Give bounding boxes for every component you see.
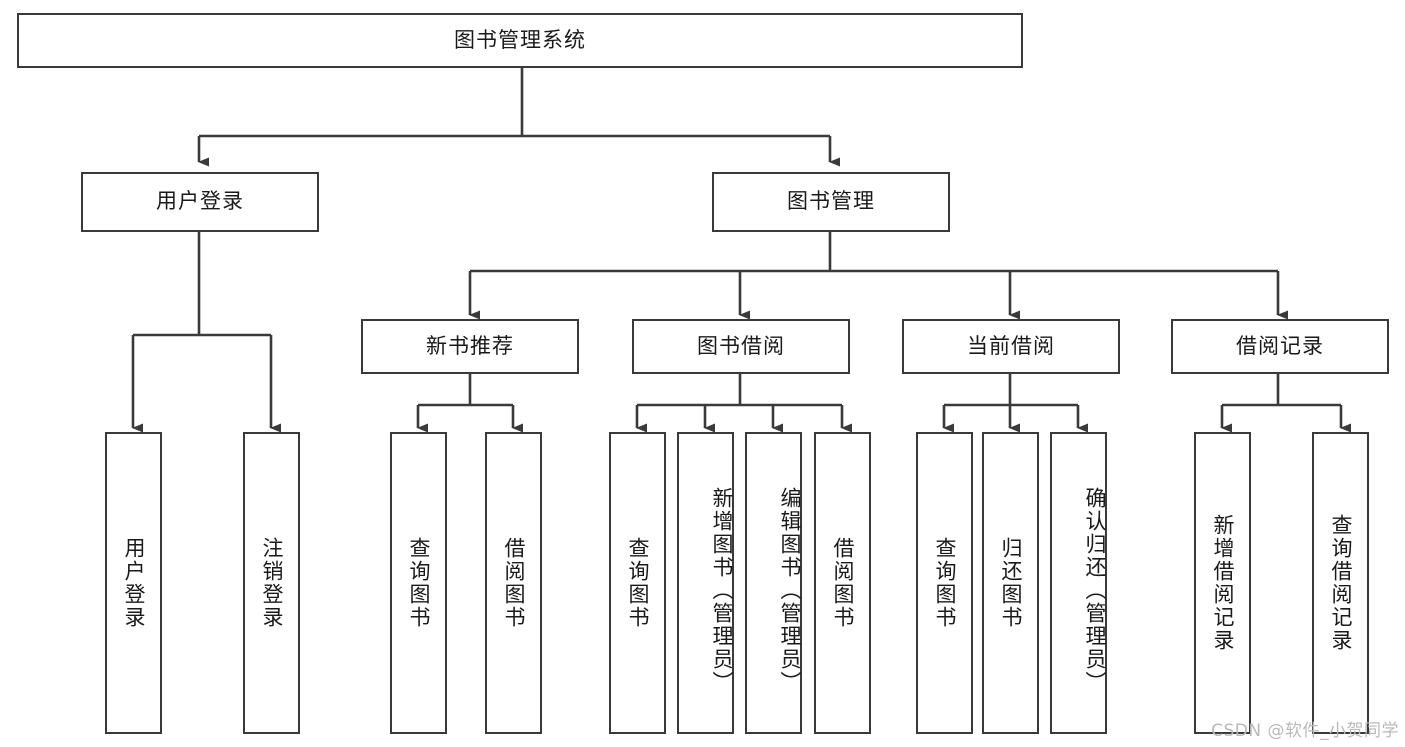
node-label: 确认归还（管理员） <box>1083 486 1107 694</box>
node-label: 编辑图书（管理员） <box>778 486 802 694</box>
node-label: 查询图书 <box>933 537 957 629</box>
leaf-borrow-borrow-book[interactable]: 借阅图书 <box>814 432 871 734</box>
node-label: 当前借阅 <box>967 333 1055 358</box>
node-current-borrow[interactable]: 当前借阅 <box>902 319 1120 374</box>
leaf-new-book-borrow[interactable]: 借阅图书 <box>485 432 542 734</box>
leaf-current-return-book[interactable]: 归还图书 <box>982 432 1039 734</box>
node-label: 借阅图书 <box>831 537 855 629</box>
node-new-book-recommend[interactable]: 新书推荐 <box>361 319 579 374</box>
leaf-record-query[interactable]: 查询借阅记录 <box>1312 432 1369 734</box>
node-label: 用户登录 <box>122 537 146 629</box>
node-label: 新增借阅记录 <box>1211 514 1235 652</box>
node-label: 归还图书 <box>999 537 1023 629</box>
leaf-new-book-query[interactable]: 查询图书 <box>390 432 447 734</box>
node-label: 图书管理系统 <box>454 27 586 52</box>
leaf-borrow-add-book[interactable]: 新增图书（管理员） <box>677 432 734 734</box>
node-user-login[interactable]: 用户登录 <box>81 172 319 232</box>
leaf-record-add[interactable]: 新增借阅记录 <box>1194 432 1251 734</box>
node-label: 借阅记录 <box>1236 333 1324 358</box>
node-book-borrow[interactable]: 图书借阅 <box>632 319 850 374</box>
node-label: 查询借阅记录 <box>1329 514 1353 652</box>
csdn-watermark: CSDN @软件_小贺同学 <box>1211 721 1399 741</box>
node-label: 新书推荐 <box>426 333 514 358</box>
leaf-current-query-book[interactable]: 查询图书 <box>916 432 973 734</box>
leaf-user-login-signin[interactable]: 用户登录 <box>105 432 162 734</box>
leaf-borrow-edit-book[interactable]: 编辑图书（管理员） <box>745 432 802 734</box>
node-borrow-record[interactable]: 借阅记录 <box>1171 319 1389 374</box>
node-label: 查询图书 <box>626 537 650 629</box>
node-label: 图书借阅 <box>697 333 785 358</box>
node-label: 图书管理 <box>787 189 875 214</box>
leaf-borrow-query-book[interactable]: 查询图书 <box>609 432 666 734</box>
node-label: 注销登录 <box>260 537 284 629</box>
leaf-user-login-signout[interactable]: 注销登录 <box>243 432 300 734</box>
leaf-current-confirm-return[interactable]: 确认归还（管理员） <box>1050 432 1107 734</box>
node-root-system[interactable]: 图书管理系统 <box>17 13 1023 68</box>
node-label: 借阅图书 <box>502 537 526 629</box>
node-label: 用户登录 <box>156 189 244 214</box>
node-book-management[interactable]: 图书管理 <box>712 172 950 232</box>
node-label: 查询图书 <box>407 537 431 629</box>
node-label: 新增图书（管理员） <box>710 486 734 694</box>
